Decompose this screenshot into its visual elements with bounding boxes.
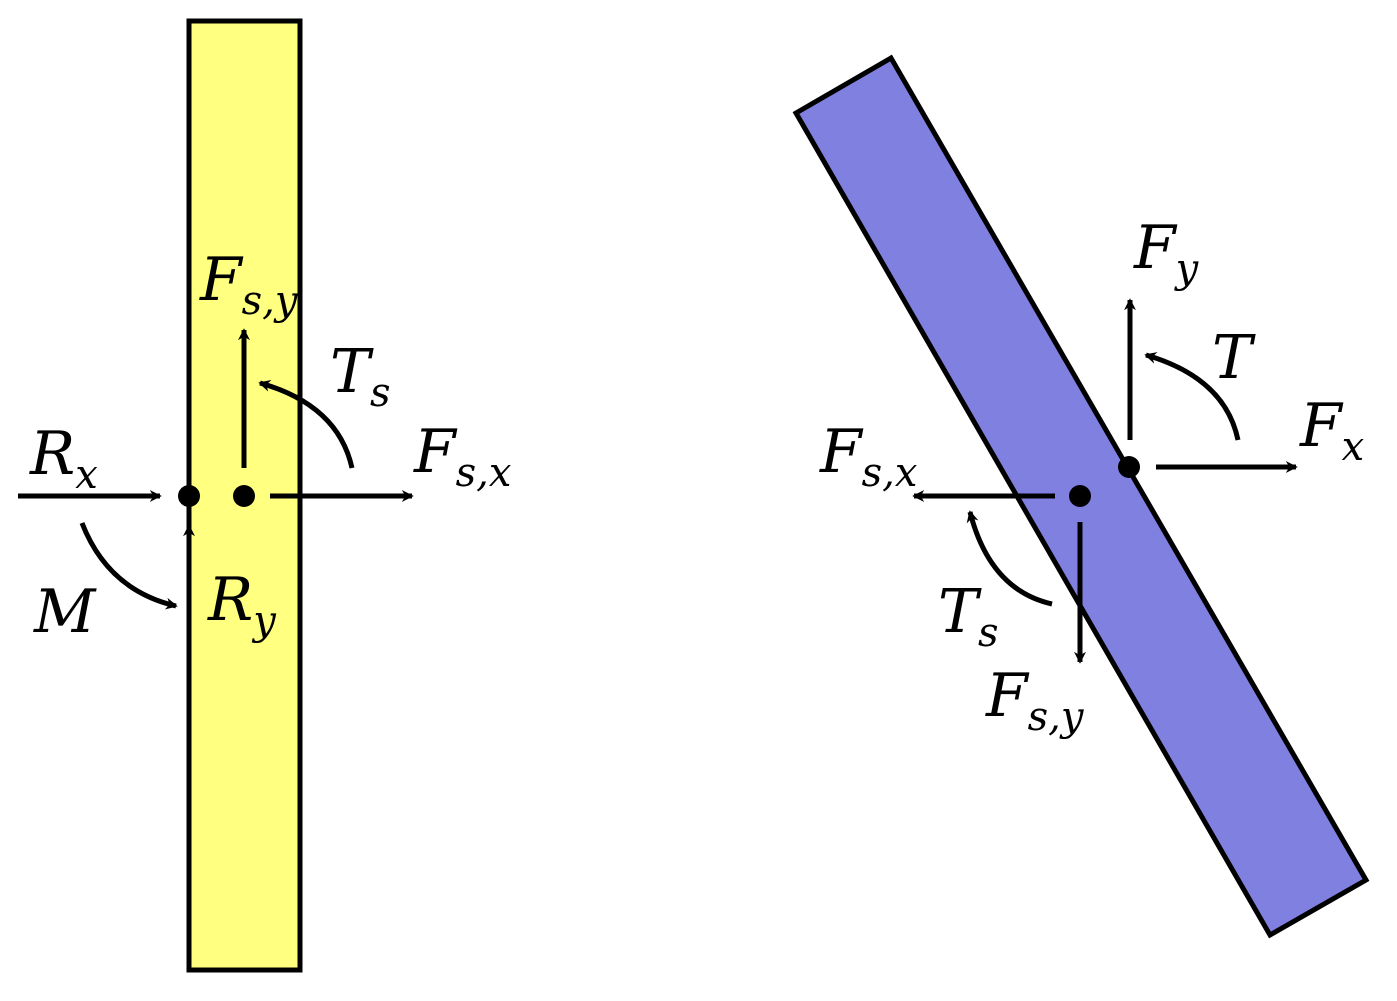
fsy-label-right: Fs,y	[985, 661, 1085, 740]
t-torque-arrow	[1144, 352, 1241, 441]
ts-label-right: Ts	[938, 577, 999, 656]
fx-label: Fx	[1299, 391, 1364, 470]
spring-point	[233, 485, 255, 507]
m-label: M	[33, 577, 97, 647]
ts-torque-arrow-right	[966, 510, 1053, 607]
fsy-label: Fs,y	[199, 245, 299, 324]
joint-point-right	[1118, 456, 1140, 478]
ry-label: Ry	[207, 565, 277, 644]
fsx-label-right: Fs,x	[819, 417, 917, 496]
spring-point-right	[1069, 485, 1091, 507]
joint-point	[178, 485, 200, 507]
fsx-label: Fs,x	[413, 417, 511, 496]
t-label: T	[1212, 323, 1256, 393]
ts-torque-arrow	[258, 379, 355, 469]
m-moment-arrow	[79, 522, 178, 610]
rx-label: Rx	[29, 419, 98, 498]
fy-label: Fy	[1133, 213, 1200, 292]
left-free-body: Rx M Ry Fs,y Ts Fs,x	[18, 18, 511, 973]
ts-label: Ts	[330, 337, 391, 416]
right-free-body: Fy T Fx Fs,x Ts Fs,y	[792, 54, 1370, 939]
